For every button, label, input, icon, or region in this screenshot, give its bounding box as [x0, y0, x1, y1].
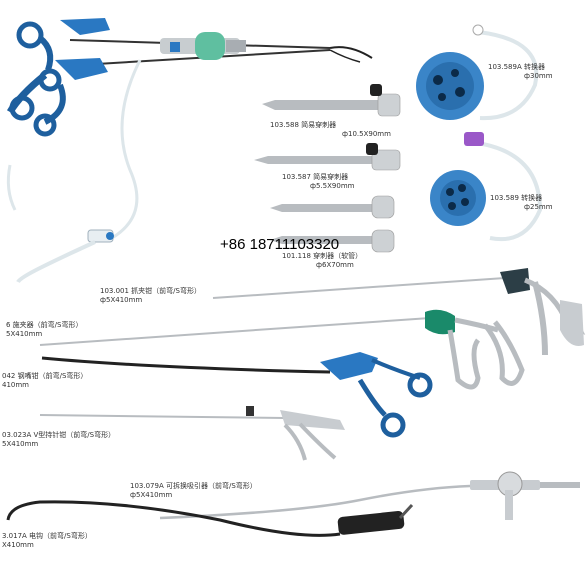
trocar-5-5: [254, 143, 401, 171]
blue-handled-instruments-with-trocar: [6, 18, 373, 240]
label-converter-25: 103.589 转换器 ф25mm: [490, 194, 553, 212]
label-trocar-soft-line2: ф6X70mm: [316, 261, 354, 269]
label-dissector: 042 钢嘴钳（前弯/S弯形） 410mm: [2, 372, 87, 390]
label-trocar-5-5: 103.587 简易穿刺器 ф5.5X90mm: [282, 173, 354, 191]
label-grasper-103001-line2: ф5X410mm: [100, 296, 143, 304]
label-dissector-line1: 042 钢嘴钳（前弯/S弯形）: [2, 372, 88, 380]
label-dissector-line2: 410mm: [2, 381, 29, 389]
contact-phone: +86 18711103320: [220, 236, 340, 253]
label-trocar-soft-line1: 101.118 穿刺器（软管）: [282, 252, 363, 260]
trocar-soft: [270, 229, 395, 253]
label-trocar-5-5-line2: ф5.5X90mm: [310, 182, 355, 190]
dissector-blue-handle: [41, 352, 433, 438]
stopcock-tubing: [16, 229, 114, 284]
label-suction-irrigator-line1: 103.079A 可拆换吸引器（前弯/S弯形）: [130, 482, 257, 490]
label-separating-forceps-line1: 6 施夹器（前弯/S弯形）: [6, 321, 83, 329]
converter-25mm: [430, 132, 543, 242]
label-electrode-line2: X410mm: [2, 541, 34, 549]
label-electrode-line1: 3.017A 电钩（前弯/S弯形）: [2, 532, 92, 540]
converter-30mm: [416, 24, 539, 121]
label-electrode: 3.017A 电钩（前弯/S弯形） X410mm: [2, 532, 92, 550]
label-converter-30-line2: ф30mm: [524, 72, 553, 80]
label-trocar-10-5-line2: ф10.5X90mm: [342, 130, 391, 138]
label-separating-forceps: 6 施夹器（前弯/S弯形） 5X410mm: [6, 321, 82, 339]
label-suction-irrigator: 103.079A 可拆换吸引器（前弯/S弯形） ф5X410mm: [130, 482, 257, 500]
label-needle-holder: 03.023A V型持针钳（前弯/S弯形） 5X410mm: [2, 431, 115, 449]
label-trocar-5-5-line1: 103.587 简易穿刺器: [282, 173, 349, 181]
needle-holder: [39, 406, 345, 461]
label-trocar-soft: 101.118 穿刺器（软管） ф6X70mm: [282, 252, 362, 270]
label-suction-irrigator-line2: ф5X410mm: [130, 491, 173, 499]
label-separating-forceps-line2: 5X410mm: [6, 330, 43, 338]
trocar-threaded: [270, 195, 395, 219]
separating-forceps: [39, 309, 525, 390]
label-grasper-103001-line1: 103.001 抓夹钳（前弯/S弯形）: [100, 287, 201, 295]
label-converter-25-line2: ф25mm: [524, 203, 553, 211]
grasper-103001: [212, 268, 586, 356]
label-needle-holder-line1: 03.023A V型持针钳（前弯/S弯形）: [2, 431, 116, 439]
label-converter-30: 103.589A 转换器 ф30mm: [488, 63, 553, 81]
suction-irrigator: [159, 471, 580, 520]
label-grasper-103001: 103.001 抓夹钳（前弯/S弯形） ф5X410mm: [100, 287, 201, 305]
label-needle-holder-line2: 5X410mm: [2, 440, 39, 448]
trocar-10-5: [262, 84, 401, 117]
label-converter-30-line1: 103.589A 转换器: [488, 63, 545, 71]
label-trocar-10-5-line1: 103.588 简易穿刺器: [270, 121, 337, 129]
electrode-hook: [6, 500, 414, 537]
label-trocar-10-5: 103.588 简易穿刺器 ф10.5X90mm: [270, 121, 391, 139]
label-converter-25-line1: 103.589 转换器: [490, 194, 543, 202]
